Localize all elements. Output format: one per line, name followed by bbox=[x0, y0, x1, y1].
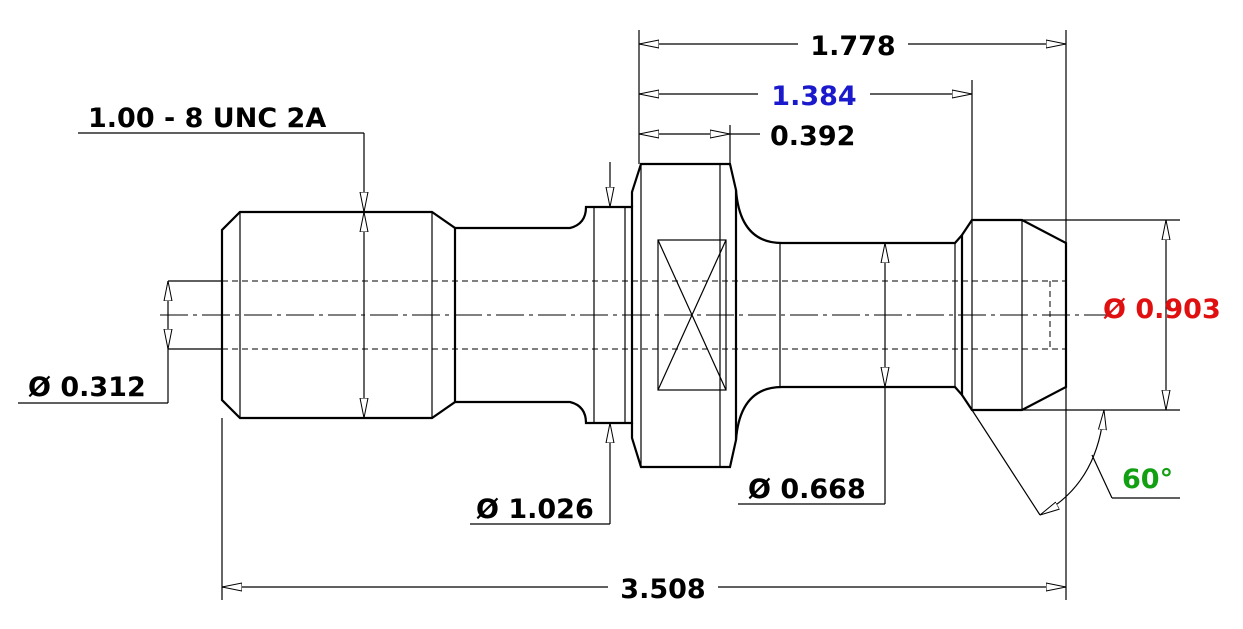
dim-thread-spec: 1.00 - 8 UNC 2A bbox=[78, 103, 364, 418]
dim-neck-diameter-label: Ø 0.668 bbox=[748, 474, 866, 505]
dim-knob-diameter-label: Ø 0.903 bbox=[1103, 294, 1221, 325]
dim-neck-to-end-label: 1.384 bbox=[771, 81, 856, 112]
dim-bore-diameter: Ø 0.312 bbox=[18, 281, 168, 404]
dim-flange-to-end-label: 1.778 bbox=[810, 31, 895, 62]
dim-flange-width-label: 0.392 bbox=[770, 121, 855, 152]
dim-knob-angle: 60° bbox=[1040, 410, 1180, 516]
dim-bore-diameter-label: Ø 0.312 bbox=[28, 372, 146, 403]
dim-knob-angle-label: 60° bbox=[1122, 464, 1173, 495]
dim-knob-diameter: Ø 0.903 bbox=[1103, 220, 1221, 410]
dim-thread-spec-label: 1.00 - 8 UNC 2A bbox=[88, 103, 326, 134]
dim-neck-to-end: 1.384 bbox=[639, 81, 972, 112]
dim-overall-length: 3.508 bbox=[222, 574, 1066, 605]
dim-flange-to-end: 1.778 bbox=[639, 31, 1066, 62]
dim-collar-diameter-label: Ø 1.026 bbox=[476, 494, 594, 525]
dim-collar-diameter: Ø 1.026 bbox=[470, 162, 610, 525]
dim-overall-length-label: 3.508 bbox=[620, 574, 705, 605]
dim-flange-width: 0.392 bbox=[639, 121, 855, 152]
dim-neck-diameter: Ø 0.668 bbox=[738, 243, 885, 505]
hidden-bore bbox=[160, 280, 1120, 350]
